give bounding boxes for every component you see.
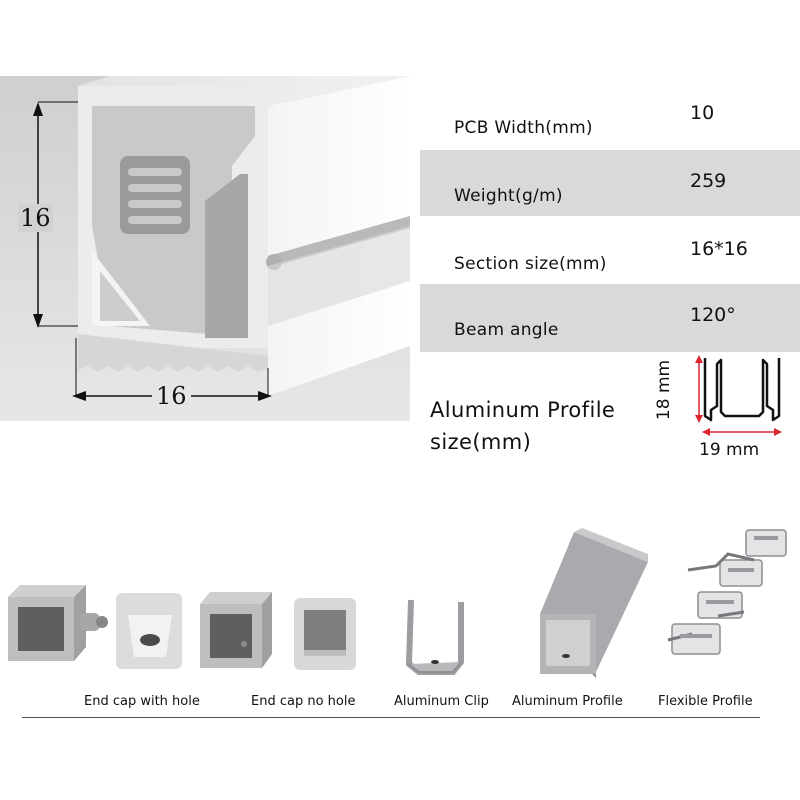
height-dimension-label: 16 <box>18 204 53 232</box>
caption-end-cap-with-hole: End cap with hole <box>84 694 200 709</box>
spec-row-beam-angle: Beam angle 120° <box>420 284 800 352</box>
spec-label: Beam angle <box>454 320 559 340</box>
spec-value: 16*16 <box>690 238 748 260</box>
caption-flexible-profile: Flexible Profile <box>658 694 753 709</box>
spec-row-weight: Weight(g/m) 259 <box>420 150 800 216</box>
end-cap-with-hole-image <box>8 585 188 675</box>
spec-value: 120° <box>690 304 736 326</box>
neon-cross-section-illustration: 16 16 <box>0 76 410 421</box>
aluminum-profile-size-title: Aluminum Profile size(mm) <box>430 394 615 458</box>
aluminum-clip-image <box>405 592 465 677</box>
spec-value: 10 <box>690 102 715 124</box>
caption-end-cap-no-hole: End cap no hole <box>251 694 356 709</box>
bottom-divider-line <box>22 717 760 718</box>
profile-channel-svg <box>695 355 782 436</box>
cross-section-svg <box>0 76 410 421</box>
spec-row-section-size: Section size(mm) 16*16 <box>420 218 800 284</box>
caption-aluminum-profile: Aluminum Profile <box>512 694 623 709</box>
profile-height-label: 18 mm <box>654 359 674 421</box>
spec-row-pcb-width: PCB Width(mm) 10 <box>420 84 800 150</box>
profile-title-line1: Aluminum Profile <box>430 398 616 422</box>
flexible-profile-image <box>658 520 798 670</box>
profile-title-line2: size(mm) <box>430 430 532 454</box>
spec-label: Section size(mm) <box>454 254 607 274</box>
end-cap-no-hole-image <box>200 592 360 677</box>
profile-dimension-diagram: 18 mm 19 mm <box>654 352 785 462</box>
spec-value: 259 <box>690 170 727 192</box>
caption-aluminum-clip: Aluminum Clip <box>394 694 489 709</box>
aluminum-profile-image <box>530 522 650 682</box>
profile-width-label: 19 mm <box>699 440 760 460</box>
width-dimension-label: 16 <box>152 382 191 410</box>
spec-label: PCB Width(mm) <box>454 118 593 138</box>
spec-label: Weight(g/m) <box>454 186 563 206</box>
